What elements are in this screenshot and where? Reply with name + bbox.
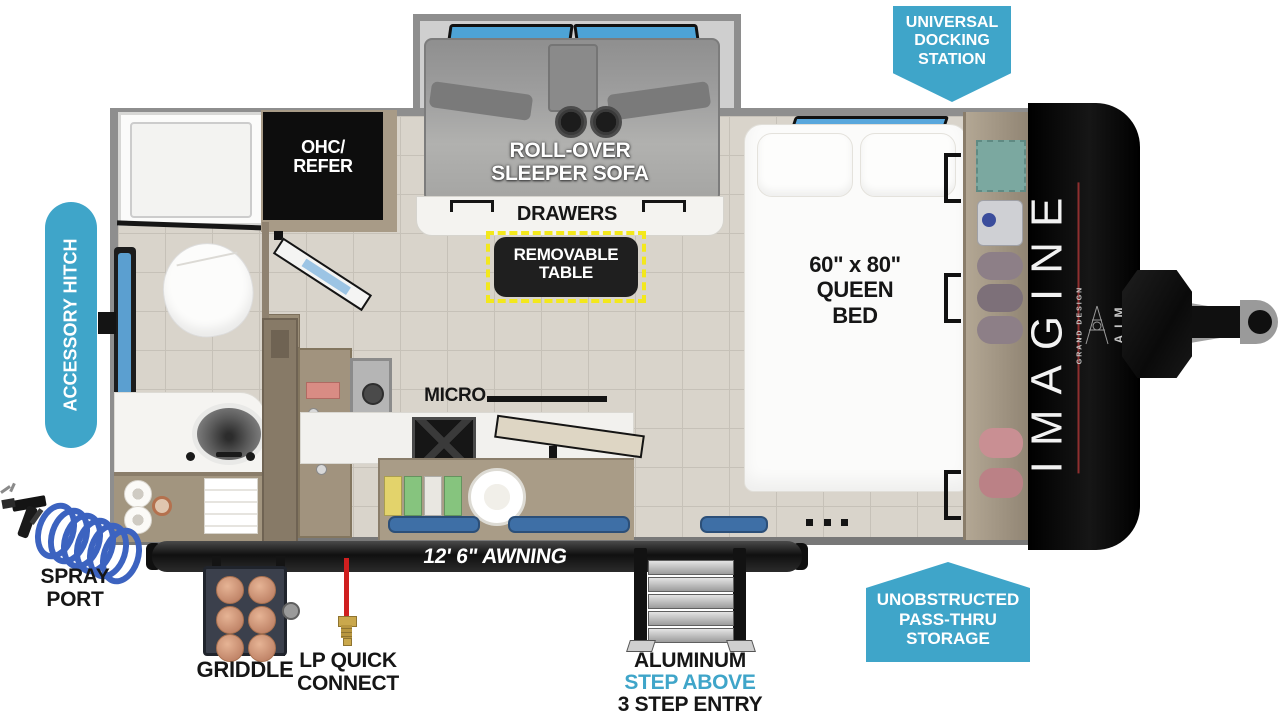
griddle-label: GRIDDLE	[196, 657, 294, 682]
sofa-cupholder-1	[555, 106, 587, 138]
wardrobe-shoes-2	[977, 284, 1023, 312]
cutting-board-white	[424, 476, 442, 516]
pantry-vent	[271, 330, 289, 358]
bag-patch	[982, 213, 996, 227]
brand-antler-icon	[1085, 305, 1109, 345]
step-light-1	[806, 519, 813, 526]
wardrobe-bag	[977, 200, 1023, 246]
cutting-board-green-2	[444, 476, 462, 516]
pancake	[216, 634, 244, 662]
cutting-board-green-1	[404, 476, 422, 516]
front-cap	[1028, 103, 1140, 550]
bathroom-window-glass	[118, 253, 131, 421]
step-slat-5	[648, 628, 734, 643]
pancake	[216, 576, 244, 604]
step-rail-right	[733, 548, 746, 646]
sofa-label: ROLL-OVER SLEEPER SOFA	[491, 139, 649, 185]
removable-table-label: REMOVABLE TABLE	[513, 245, 619, 283]
step-rail-left	[634, 548, 647, 646]
drawer-handle-left	[450, 200, 494, 212]
tongue-jack	[1186, 306, 1248, 338]
ohc-refer-box	[263, 112, 383, 220]
toilet-paper-roll-1	[124, 480, 152, 508]
step-slat-4	[648, 611, 734, 626]
callout-universal-docking-station: UNIVERSAL DOCKING STATION	[893, 6, 1011, 102]
propane-cover	[1122, 270, 1192, 378]
removable-table-highlight	[486, 231, 646, 303]
wardrobe-shoes-3	[977, 316, 1023, 344]
sofa-console	[548, 44, 598, 112]
toilet-paper-roll-2	[124, 506, 152, 534]
faucet-knob-right	[246, 452, 255, 461]
drawer-handle-right	[642, 200, 686, 212]
lp-label: LP QUICK CONNECT	[297, 649, 399, 695]
sofa-cupholder-2	[590, 106, 622, 138]
accessory-hitch-label: ACCESSORY HITCH	[60, 238, 81, 412]
pancake	[248, 576, 276, 604]
step-label-type: 3 STEP ENTRY	[617, 693, 763, 716]
coupler-ball-socket	[1248, 310, 1272, 334]
shower-pan	[130, 122, 252, 218]
accessory-hitch-stub	[98, 312, 116, 334]
wardrobe-sandals-2	[979, 468, 1023, 498]
queen-bed-label: 60" x 80" QUEEN BED	[809, 252, 901, 328]
pancake	[248, 634, 276, 662]
step-slat-3	[648, 594, 734, 609]
bath-kitchen-wall	[262, 222, 269, 318]
spray-port-label: SPRAY PORT	[40, 565, 110, 611]
hitch-coupler	[1240, 300, 1278, 344]
callout-accessory-hitch: ACCESSORY HITCH	[45, 202, 97, 448]
microwave-turntable	[362, 383, 384, 405]
wardrobe-sandals-1	[979, 428, 1023, 458]
bottle-knob-5	[316, 464, 327, 475]
lp-line	[344, 558, 349, 618]
step-label-feature: STEP ABOVE	[624, 671, 756, 694]
griddle-hinge-knob	[282, 602, 300, 620]
vanity-faucet	[216, 452, 242, 457]
callout-unobstructed-passthru: UNOBSTRUCTED PASS-THRU STORAGE	[866, 562, 1030, 662]
wardrobe-towel	[976, 140, 1026, 192]
pancake	[248, 606, 276, 634]
ohc-refer-label: OHC/ REFER	[293, 137, 353, 177]
step-slat-2	[648, 577, 734, 592]
utensil-rail	[487, 396, 607, 402]
lp-fitting-body	[341, 625, 352, 638]
drawers-label: DRAWERS	[516, 203, 618, 225]
cabinet-handle-2	[944, 273, 961, 323]
faucet-knob-left	[186, 452, 195, 461]
cutting-board-yellow	[384, 476, 402, 516]
cabinet-handle-3	[944, 470, 961, 520]
pancake	[216, 606, 244, 634]
towel-stack	[204, 478, 258, 534]
step-slat-1	[648, 560, 734, 575]
step-light-3	[841, 519, 848, 526]
utility-cabinet-drawer	[306, 382, 340, 399]
micro-label: MICRO	[424, 385, 486, 406]
entry-mat	[700, 516, 768, 533]
removable-table	[494, 237, 638, 297]
step-light-2	[824, 519, 831, 526]
entry-door-hinge	[274, 231, 283, 240]
copper-knob	[152, 496, 172, 516]
pillow-left	[757, 133, 853, 197]
counter-mat-right	[508, 516, 630, 533]
spray-tick-2	[9, 482, 16, 493]
counter-mat-left	[388, 516, 480, 533]
lp-fitting-tip	[343, 638, 352, 646]
pillow-right	[860, 133, 956, 197]
step-label-material: ALUMINUM	[634, 649, 746, 672]
wardrobe-shoes-1	[977, 252, 1023, 280]
cabinet-handle-1	[944, 153, 961, 203]
model-logo: IMAGINE	[1022, 182, 1080, 474]
awning-label: 12' 6" AWNING	[421, 545, 569, 568]
